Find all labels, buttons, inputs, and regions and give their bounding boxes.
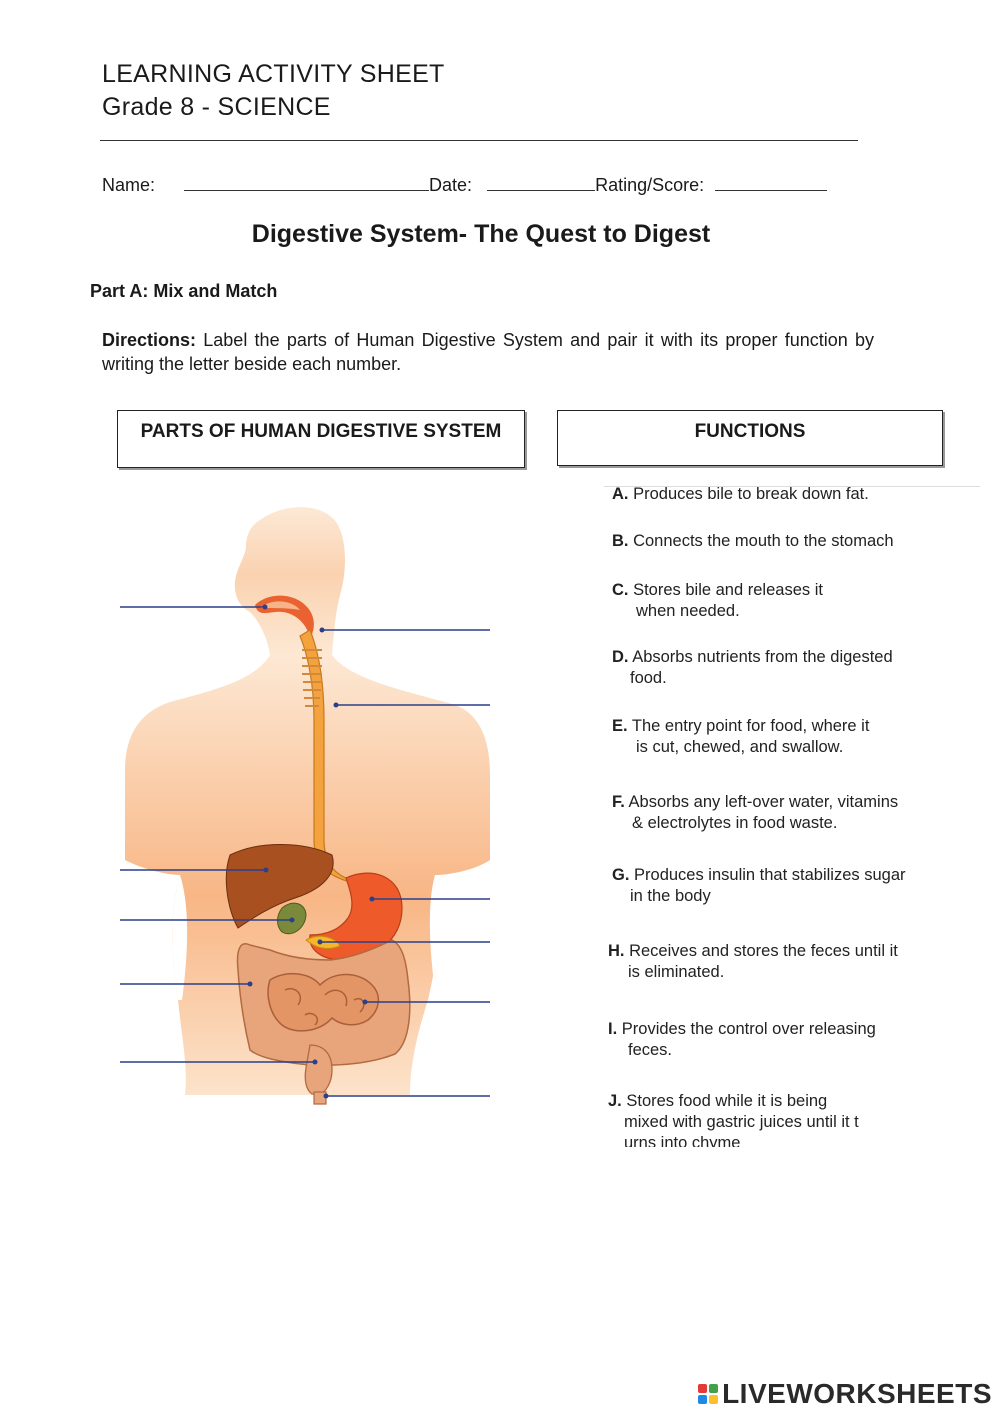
- function-letter: B.: [612, 532, 629, 550]
- label-dot: [262, 604, 268, 610]
- function-item-e: E. The entry point for food, where it is…: [612, 716, 972, 758]
- function-text: Stores bile and releases it: [633, 581, 823, 599]
- functions-header-box: FUNCTIONS: [557, 410, 943, 466]
- function-text-cont: is cut, chewed, and swallow.: [636, 738, 844, 756]
- label-dot: [323, 1093, 329, 1099]
- label-dot: [263, 867, 269, 873]
- logo-square-yellow: [709, 1395, 719, 1404]
- logo-square-red: [698, 1384, 708, 1393]
- directions-label: Directions:: [102, 330, 197, 350]
- rating-blank[interactable]: [715, 174, 828, 191]
- function-text: The entry point for food, where it: [631, 717, 870, 735]
- function-text: Absorbs nutrients from the digested: [632, 648, 893, 666]
- logo-square-green: [709, 1384, 719, 1393]
- functions-divider: [604, 486, 980, 487]
- function-text: Produces bile to break down fat.: [633, 485, 869, 503]
- function-letter: D.: [612, 648, 629, 666]
- function-item-d: D. Absorbs nutrients from the digested f…: [612, 647, 972, 689]
- function-letter: I.: [608, 1020, 618, 1038]
- arm-gap-left: [172, 875, 188, 1000]
- parts-header-box: PARTS OF HUMAN DIGESTIVE SYSTEM: [117, 410, 525, 468]
- tongue-organ: [260, 601, 300, 610]
- function-text: Stores food while it is being: [626, 1092, 828, 1110]
- directions-paragraph: Directions: Label the parts of Human Dig…: [102, 328, 874, 376]
- sheet-heading: LEARNING ACTIVITY SHEET: [102, 60, 445, 88]
- function-text-cont: urns into chyme: [624, 1134, 741, 1147]
- function-text: Produces insulin that stabilizes sugar: [634, 866, 906, 884]
- function-item-c: C. Stores bile and releases it when need…: [612, 580, 972, 622]
- function-text-cont: feces.: [628, 1041, 673, 1059]
- label-dot: [369, 896, 375, 902]
- label-lines: [120, 606, 490, 1097]
- label-dot: [312, 1059, 318, 1065]
- digestive-system-diagram: [120, 507, 490, 1105]
- function-text-cont: food.: [630, 669, 667, 687]
- function-text: Absorbs any left-over water, vitamins: [628, 793, 899, 811]
- worksheet-title: Digestive System- The Quest to Digest: [251, 220, 711, 248]
- head-silhouette: [234, 507, 345, 655]
- liver-organ: [225, 844, 334, 929]
- function-text-cont: is eliminated.: [628, 963, 725, 981]
- function-item-j: J. Stores food while it is being mixed w…: [608, 1091, 968, 1147]
- function-item-i: I. Provides the control over releasing f…: [608, 1019, 968, 1061]
- function-item-b: B. Connects the mouth to the stomach: [612, 531, 972, 552]
- label-dot: [319, 627, 325, 633]
- student-info-row: Name: Date: Rating/Score:: [102, 174, 828, 196]
- functions-header-label: FUNCTIONS: [694, 421, 806, 442]
- arm-gap-right: [429, 875, 445, 1000]
- trachea-rings: [302, 649, 322, 707]
- rating-label: Rating/Score:: [595, 175, 705, 195]
- function-letter: C.: [612, 581, 629, 599]
- directions-text: Label the parts of Human Digestive Syste…: [102, 330, 874, 374]
- function-item-f: F. Absorbs any left-over water, vitamins…: [612, 792, 972, 834]
- small-intestine-organ: [267, 973, 380, 1032]
- date-blank[interactable]: [487, 174, 596, 191]
- intestine-coil-lines: [284, 988, 365, 1026]
- anus-organ: [313, 1091, 327, 1105]
- function-letter: E.: [612, 717, 628, 735]
- name-label: Name:: [102, 175, 156, 195]
- label-dot: [333, 702, 339, 708]
- parts-header-label: PARTS OF HUMAN DIGESTIVE SYSTEM: [140, 421, 502, 442]
- function-text-cont: in the body: [630, 887, 711, 905]
- function-text-cont: mixed with gastric juices until it t: [624, 1113, 859, 1131]
- label-dot: [247, 981, 253, 987]
- function-item-g: G. Produces insulin that stabilizes suga…: [612, 865, 972, 907]
- grade-subject: Grade 8 - SCIENCE: [102, 93, 331, 121]
- function-text: Receives and stores the feces until it: [629, 942, 898, 960]
- function-letter: G.: [612, 866, 630, 884]
- label-dot: [289, 917, 295, 923]
- label-dot: [362, 999, 368, 1005]
- function-letter: H.: [608, 942, 625, 960]
- function-text: Connects the mouth to the stomach: [633, 532, 894, 550]
- part-a-heading: Part A: Mix and Match: [90, 281, 278, 301]
- liveworksheets-logo-icon: [698, 1384, 719, 1404]
- rectum-organ: [304, 1044, 333, 1095]
- header-divider: [100, 140, 858, 141]
- name-blank[interactable]: [184, 174, 430, 191]
- logo-square-blue: [698, 1395, 708, 1404]
- function-letter: F.: [612, 793, 625, 811]
- function-letter: A.: [612, 485, 629, 503]
- function-letter: J.: [608, 1092, 622, 1110]
- function-text-cont: & electrolytes in food waste.: [632, 814, 838, 832]
- function-item-h: H. Receives and stores the feces until i…: [608, 941, 968, 983]
- label-dots: [247, 604, 375, 1099]
- label-dot: [317, 939, 323, 945]
- function-text-cont: when needed.: [636, 602, 740, 620]
- liveworksheets-watermark[interactable]: LIVEWORKSHEETS: [698, 1378, 992, 1410]
- date-label: Date:: [429, 175, 473, 195]
- function-text: Provides the control over releasing: [621, 1020, 876, 1038]
- function-item-a: A. Produces bile to break down fat.: [612, 484, 972, 505]
- stomach-organ: [309, 872, 403, 961]
- liveworksheets-text: LIVEWORKSHEETS: [722, 1378, 992, 1409]
